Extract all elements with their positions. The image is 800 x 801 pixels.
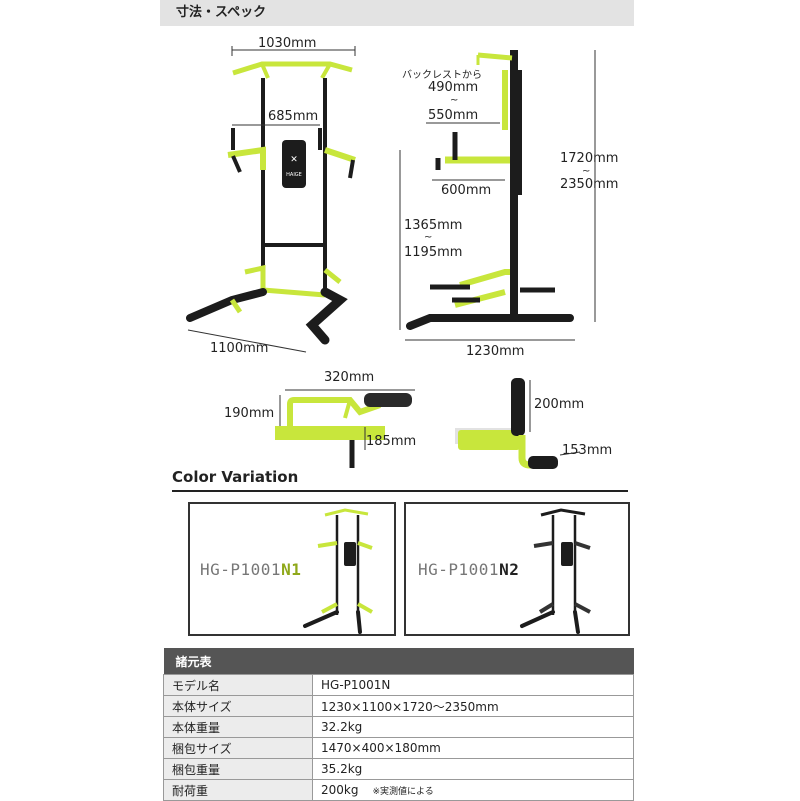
spec-value: HG-P1001N xyxy=(312,674,634,696)
variant-label-n1: HG-P1001N1 xyxy=(200,560,301,579)
section-header-title: 寸法・スペック xyxy=(176,5,267,20)
spec-value: 1230×1100×1720〜2350mm xyxy=(312,695,634,717)
spec-value: 32.2kg xyxy=(312,716,634,738)
spec-label: 耐荷重 xyxy=(163,779,313,801)
dim-dip-width: 600mm xyxy=(441,183,492,198)
spec-table-title: 諸元表 xyxy=(163,648,634,675)
variant-card-n1[interactable] xyxy=(188,502,396,636)
dim-base-length: 1230mm xyxy=(466,344,525,359)
dim-dip-height-1: 1365mm xyxy=(404,218,463,233)
spec-value: 200kg ※実測値による xyxy=(312,779,634,801)
table-row: 本体サイズ 1230×1100×1720〜2350mm xyxy=(163,695,634,717)
dim-dip-height-2: 1195mm xyxy=(404,245,463,260)
side-view-drawing xyxy=(399,50,596,341)
table-row: 本体重量 32.2kg xyxy=(163,716,634,738)
variant-n2-drawing xyxy=(520,508,591,634)
spec-label: 梱包重量 xyxy=(163,758,313,780)
variant-model-base: HG-P1001 xyxy=(200,560,282,579)
dim-handle-width: 320mm xyxy=(324,370,375,385)
variant-card-n2[interactable] xyxy=(404,502,630,636)
leg-detail-drawing xyxy=(455,378,581,469)
dim-height-max: 2350mm xyxy=(560,177,619,192)
variant-model-suffix: N2 xyxy=(499,560,520,579)
dim-backrest-label: バックレストから xyxy=(402,70,482,81)
svg-text:HAIGE: HAIGE xyxy=(286,172,302,178)
dim-backrest-min: 490mm xyxy=(428,80,479,95)
dim-height-tilde: ~ xyxy=(582,166,591,177)
dim-height-min: 1720mm xyxy=(560,151,619,166)
dim-backrest-max: 550mm xyxy=(428,108,479,123)
variant-label-n2: HG-P1001N2 xyxy=(418,560,519,579)
color-variation-divider xyxy=(172,490,628,492)
spec-label: 本体重量 xyxy=(163,716,313,738)
dim-leg-depth: 153mm xyxy=(562,443,613,458)
spec-value: 1470×400×180mm xyxy=(312,737,634,759)
variant-n1-drawing xyxy=(303,508,373,634)
dim-handle-drop: 185mm xyxy=(366,434,417,449)
spec-label: 本体サイズ xyxy=(163,695,313,717)
dim-backrest-tilde: ~ xyxy=(450,95,459,106)
variant-model-suffix: N1 xyxy=(281,560,302,579)
front-view-drawing: ✕ HAIGE xyxy=(186,46,356,353)
dim-width-top: 1030mm xyxy=(258,36,317,51)
svg-text:✕: ✕ xyxy=(290,155,298,165)
table-row: 梱包重量 35.2kg xyxy=(163,758,634,780)
dim-inner-width: 685mm xyxy=(268,109,319,124)
handle-detail-drawing xyxy=(275,389,415,468)
spec-note: ※実測値による xyxy=(372,787,434,797)
table-row: 耐荷重 200kg ※実測値による xyxy=(163,779,634,801)
section-header: 寸法・スペック xyxy=(160,0,634,26)
dim-depth-base: 1100mm xyxy=(210,341,269,356)
table-row: モデル名 HG-P1001N xyxy=(163,674,634,696)
dim-handle-height: 190mm xyxy=(224,406,275,421)
spec-value-text: 200kg xyxy=(321,783,359,797)
spec-label: モデル名 xyxy=(163,674,313,696)
spec-table: 諸元表 モデル名 HG-P1001N 本体サイズ 1230×1100×1720〜… xyxy=(163,648,634,801)
table-row: 梱包サイズ 1470×400×180mm xyxy=(163,737,634,759)
dim-leg-height: 200mm xyxy=(534,397,585,412)
dim-dip-height-tilde: ~ xyxy=(424,232,433,243)
spec-label: 梱包サイズ xyxy=(163,737,313,759)
variant-model-base: HG-P1001 xyxy=(418,560,500,579)
color-variation-title: Color Variation xyxy=(172,468,299,486)
spec-value: 35.2kg xyxy=(312,758,634,780)
